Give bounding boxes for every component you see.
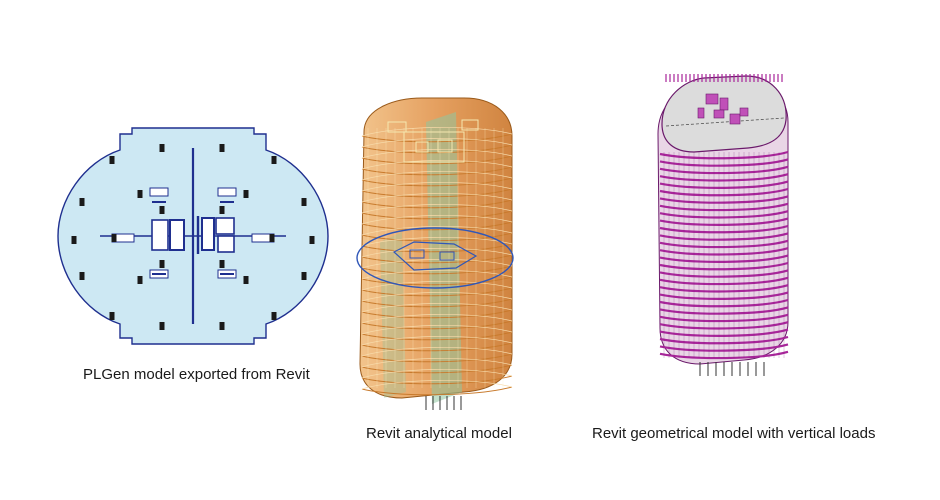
floor-line xyxy=(361,232,513,242)
column xyxy=(159,206,165,214)
plgen-floor-plan xyxy=(52,122,334,350)
column xyxy=(137,190,143,198)
floor-line xyxy=(361,133,513,143)
floor-load xyxy=(659,350,789,360)
floor-load xyxy=(659,224,789,234)
core-walls xyxy=(151,216,235,254)
columns xyxy=(71,144,315,330)
column xyxy=(109,312,115,320)
column xyxy=(301,198,307,206)
floor-line xyxy=(361,144,513,154)
revit-analytical-model xyxy=(344,92,526,412)
floor-load xyxy=(659,247,789,256)
column xyxy=(79,198,85,206)
floor-load xyxy=(659,306,789,315)
column xyxy=(109,156,115,164)
floor-line xyxy=(361,287,513,297)
column xyxy=(219,322,225,330)
floor-line xyxy=(361,320,513,330)
caption-analytical: Revit analytical model xyxy=(366,425,512,442)
floor-line xyxy=(361,155,513,165)
floor-load xyxy=(659,180,789,189)
floor-load xyxy=(659,291,789,300)
column xyxy=(301,272,307,280)
caption-geometrical: Revit geometrical model with vertical lo… xyxy=(592,425,876,442)
floor-line xyxy=(361,298,513,308)
floor-load xyxy=(659,276,789,286)
column xyxy=(71,236,77,244)
floor-load xyxy=(659,284,789,293)
floor-line xyxy=(361,353,513,363)
column xyxy=(271,156,277,164)
floor-line xyxy=(361,386,513,396)
floor-line xyxy=(361,199,513,209)
floor-load xyxy=(659,195,789,204)
roof-equipment xyxy=(697,93,749,125)
floor-line xyxy=(361,221,513,231)
revit-geometrical-model xyxy=(640,64,796,380)
floor-load xyxy=(659,173,789,182)
column xyxy=(111,234,117,242)
floor-line xyxy=(361,210,513,220)
floor-line xyxy=(361,342,513,352)
floor-load xyxy=(659,232,789,241)
floor-load xyxy=(659,165,789,175)
floor-line xyxy=(361,276,513,286)
floor-load xyxy=(659,335,789,345)
floor-line xyxy=(361,364,513,374)
floor-load xyxy=(659,261,789,271)
floor-load xyxy=(659,187,789,197)
floor-load xyxy=(659,202,789,212)
floor-lines xyxy=(361,127,513,396)
floor-load xyxy=(659,321,789,330)
foundation-piles xyxy=(699,362,765,376)
floor-load xyxy=(659,254,789,263)
column xyxy=(159,260,165,268)
floor-load xyxy=(659,158,789,167)
floor-load xyxy=(659,313,789,323)
highlighted-floor-plate xyxy=(356,227,514,289)
floor-load xyxy=(659,269,789,278)
floor-load xyxy=(659,217,789,226)
column xyxy=(79,272,85,280)
column xyxy=(219,260,225,268)
column xyxy=(243,190,249,198)
roof-edge-loads xyxy=(665,74,783,82)
column xyxy=(159,322,165,330)
column xyxy=(219,144,225,152)
column xyxy=(309,236,315,244)
floor-line xyxy=(361,265,513,275)
caption-plgen: PLGen model exported from Revit xyxy=(83,366,310,383)
floor-line xyxy=(361,331,513,341)
wall-panel xyxy=(149,187,169,197)
core-strip xyxy=(426,112,462,404)
column xyxy=(243,276,249,284)
floor-load xyxy=(659,210,789,219)
floor-line xyxy=(361,166,513,176)
floor-load xyxy=(659,150,789,160)
floor-load xyxy=(659,298,789,308)
column xyxy=(159,144,165,152)
floor-line xyxy=(361,309,513,319)
column xyxy=(137,276,143,284)
floor-line xyxy=(361,254,513,264)
vertical-load-bars xyxy=(659,150,789,360)
floor-load xyxy=(659,343,789,352)
floor-line xyxy=(361,243,513,253)
floor-line xyxy=(361,188,513,198)
column xyxy=(219,206,225,214)
foundation-piles xyxy=(425,396,462,410)
roof-core xyxy=(387,119,479,163)
column xyxy=(269,234,275,242)
floor-line xyxy=(361,177,513,187)
wall-panel xyxy=(217,187,237,197)
floor-load xyxy=(659,328,789,337)
column xyxy=(271,312,277,320)
floor-line xyxy=(361,375,513,385)
floor-load xyxy=(659,239,789,249)
